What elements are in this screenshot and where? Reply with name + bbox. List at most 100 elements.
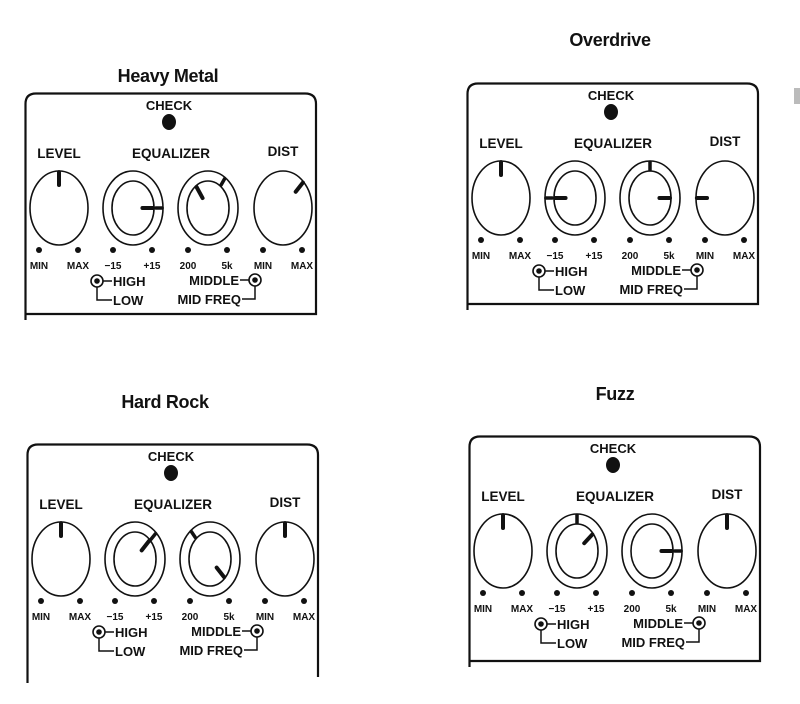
dist-label: DIST bbox=[270, 495, 302, 510]
level-scale-dot-right bbox=[517, 237, 523, 243]
high-scale-dot-right bbox=[151, 598, 157, 604]
equalizer-label: EQUALIZER bbox=[574, 136, 652, 151]
middle-scale-label-right: 5k bbox=[663, 251, 675, 262]
mid-freq-knob-inner bbox=[186, 180, 230, 236]
high-scale-label-left: −15 bbox=[105, 261, 122, 272]
dist-scale-label-left: MIN bbox=[696, 251, 714, 262]
middle-jack-center bbox=[254, 628, 260, 634]
middle-scale-label-left: 200 bbox=[622, 251, 639, 262]
low-label: LOW bbox=[555, 283, 586, 298]
high-label: HIGH bbox=[557, 617, 590, 632]
middle-label: MIDDLE bbox=[633, 616, 683, 631]
preset-title-fuzz: Fuzz bbox=[595, 384, 635, 404]
low-knob-inner bbox=[555, 523, 599, 579]
level-scale-label-left: MIN bbox=[32, 612, 50, 623]
level-scale-dot-left bbox=[480, 590, 486, 596]
dist-scale-dot-left bbox=[704, 590, 710, 596]
low-label: LOW bbox=[557, 636, 588, 651]
level-scale-label-right: MAX bbox=[511, 604, 534, 615]
high-knob-marker bbox=[149, 531, 158, 541]
high-low-jack-center bbox=[538, 621, 544, 627]
high-low-connector bbox=[540, 623, 556, 644]
low-knob-pointer bbox=[139, 538, 152, 553]
high-low-connector bbox=[538, 270, 554, 291]
dist-scale-dot-right bbox=[301, 598, 307, 604]
high-low-jack-center bbox=[94, 278, 100, 284]
equalizer-label: EQUALIZER bbox=[132, 146, 210, 161]
level-scale-label-right: MAX bbox=[67, 261, 90, 272]
high-scale-label-left: −15 bbox=[549, 604, 566, 615]
middle-scale-dot-right bbox=[666, 237, 672, 243]
mid-freq-knob-pointer bbox=[214, 565, 227, 580]
preset-title-hard-rock: Hard Rock bbox=[121, 392, 209, 412]
panel-border bbox=[466, 82, 760, 310]
middle-scale-label-right: 5k bbox=[223, 612, 235, 623]
dist-scale-dot-left bbox=[260, 247, 266, 253]
high-scale-label-right: +15 bbox=[588, 604, 605, 615]
middle-scale-dot-right bbox=[226, 598, 232, 604]
high-scale-dot-right bbox=[149, 247, 155, 253]
middle-scale-dot-left bbox=[187, 598, 193, 604]
middle-connector bbox=[682, 269, 698, 290]
preset-title-heavy-metal: Heavy Metal bbox=[117, 66, 219, 86]
dist-scale-label-left: MIN bbox=[698, 604, 716, 615]
check-label: CHECK bbox=[148, 449, 195, 464]
panel-border bbox=[24, 92, 318, 320]
middle-scale-label-left: 200 bbox=[182, 612, 199, 623]
mid-freq-label: MID FREQ bbox=[177, 292, 241, 307]
level-label: LEVEL bbox=[479, 136, 523, 151]
middle-scale-label-left: 200 bbox=[624, 604, 641, 615]
dist-scale-label-right: MAX bbox=[293, 612, 316, 623]
dist-scale-dot-right bbox=[299, 247, 305, 253]
high-label: HIGH bbox=[115, 625, 148, 640]
middle-knob-marker bbox=[219, 176, 227, 187]
level-scale-dot-left bbox=[38, 598, 44, 604]
check-label: CHECK bbox=[588, 88, 635, 103]
middle-connector bbox=[684, 622, 700, 643]
middle-jack-center bbox=[696, 620, 702, 626]
middle-jack-center bbox=[694, 267, 700, 273]
middle-scale-dot-left bbox=[185, 247, 191, 253]
middle-label: MIDDLE bbox=[189, 273, 239, 288]
check-led bbox=[604, 104, 618, 120]
level-label: LEVEL bbox=[481, 489, 525, 504]
middle-scale-dot-left bbox=[627, 237, 633, 243]
high-scale-dot-left bbox=[112, 598, 118, 604]
level-scale-label-left: MIN bbox=[472, 251, 490, 262]
high-low-connector bbox=[96, 280, 112, 301]
dist-label: DIST bbox=[268, 144, 300, 159]
dist-scale-label-left: MIN bbox=[254, 261, 272, 272]
dist-scale-label-right: MAX bbox=[733, 251, 756, 262]
dist-scale-label-right: MAX bbox=[735, 604, 758, 615]
mid-freq-knob-pointer bbox=[194, 184, 205, 201]
middle-connector bbox=[240, 279, 256, 300]
panel-border bbox=[26, 443, 320, 683]
dist-label: DIST bbox=[710, 134, 742, 149]
low-label: LOW bbox=[115, 644, 146, 659]
level-scale-label-right: MAX bbox=[69, 612, 92, 623]
level-scale-label-left: MIN bbox=[474, 604, 492, 615]
high-scale-label-right: +15 bbox=[144, 261, 161, 272]
level-scale-label-right: MAX bbox=[509, 251, 532, 262]
middle-scale-dot-right bbox=[224, 247, 230, 253]
high-low-connector bbox=[98, 631, 114, 652]
dist-scale-dot-right bbox=[741, 237, 747, 243]
equalizer-label: EQUALIZER bbox=[576, 489, 654, 504]
check-led bbox=[606, 457, 620, 473]
high-scale-label-right: +15 bbox=[586, 251, 603, 262]
page-edge-tab bbox=[794, 88, 800, 104]
dist-scale-dot-left bbox=[262, 598, 268, 604]
high-low-jack-center bbox=[536, 268, 542, 274]
level-scale-dot-left bbox=[36, 247, 42, 253]
middle-label: MIDDLE bbox=[631, 263, 681, 278]
dist-scale-dot-left bbox=[702, 237, 708, 243]
high-scale-dot-right bbox=[593, 590, 599, 596]
high-scale-label-right: +15 bbox=[146, 612, 163, 623]
level-scale-dot-right bbox=[519, 590, 525, 596]
dist-scale-label-right: MAX bbox=[291, 261, 314, 272]
dist-knob-pointer bbox=[293, 180, 305, 194]
high-low-jack-center bbox=[96, 629, 102, 635]
